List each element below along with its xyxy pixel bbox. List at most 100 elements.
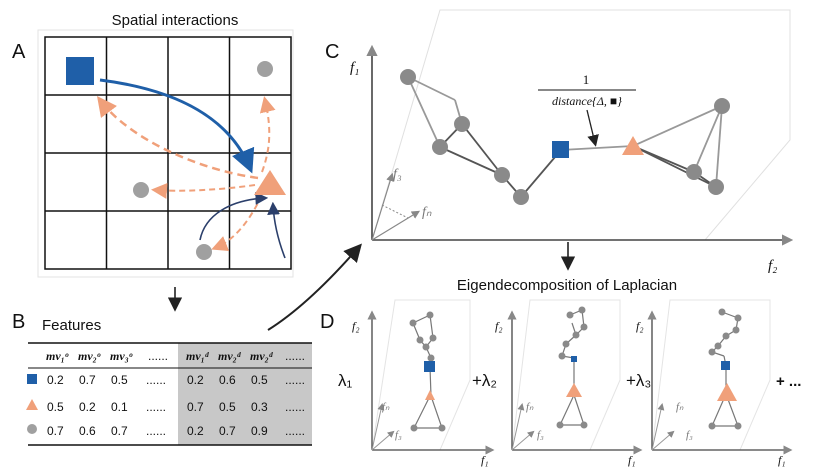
destination-feature-shade: [178, 343, 312, 445]
d2-label-f1: f₁: [628, 453, 636, 467]
c-node: [708, 179, 724, 195]
c-node: [432, 139, 448, 155]
eigen-plot-1: [367, 299, 495, 455]
c-node: [686, 164, 702, 180]
panel-d: D Eigendecomposition of Laplacian: [320, 277, 801, 467]
row-circle-icon: [27, 424, 37, 434]
header-o-3: mv₃ᵒ: [110, 349, 133, 363]
panel-a-title: Spatial interactions: [112, 12, 239, 29]
panel-d-label: D: [320, 311, 334, 333]
table-cell: 0.5: [219, 400, 236, 414]
table-cell: ......: [146, 424, 166, 438]
eigen-plot-3: [647, 299, 793, 455]
d2-label-fn: fₙ: [526, 401, 534, 413]
flow-arrow-triangle-to-circle-top: [259, 96, 276, 173]
c-label-fn: fₙ: [422, 205, 432, 220]
header-o-4: ......: [148, 349, 168, 363]
c-graph-edges-dark: [439, 123, 717, 198]
header-d-3: mv₂ᵈ: [250, 349, 273, 363]
formula-pointer: [586, 109, 599, 147]
table-cell: 0.6: [219, 373, 236, 387]
c-axis-f3: [371, 172, 395, 241]
table-cell: ......: [285, 424, 305, 438]
d1-label-f3: f₃: [395, 429, 402, 441]
table-cell: ......: [146, 400, 166, 414]
flow-arrow-square-to-triangle: [99, 78, 255, 174]
c-node: [714, 98, 730, 114]
flow-arrow-triangle-to-square: [96, 96, 259, 180]
table-cell: 0.5: [47, 400, 64, 414]
c-node: [513, 189, 529, 205]
c-axis-dots: [381, 204, 409, 219]
table-cell: 0.2: [187, 373, 204, 387]
c-node: [454, 116, 470, 132]
table-cell: 0.2: [47, 373, 64, 387]
d2-label-f2: f₂: [495, 319, 503, 333]
row-triangle-icon: [26, 399, 38, 410]
c-triangle-node: [622, 136, 644, 155]
arrow-b-to-c: [267, 243, 362, 331]
table-cell: ......: [285, 400, 305, 414]
table-cell: 0.3: [251, 400, 268, 414]
flow-arrow-circle-to-triangle: [199, 192, 269, 241]
lambda-3: +λ₃: [626, 371, 651, 390]
formula-numerator: 1: [583, 72, 590, 87]
table-cell: 0.6: [79, 424, 96, 438]
lambda-2: +λ₂: [472, 371, 497, 390]
panel-a-label: A: [12, 41, 26, 63]
table-cell: 0.7: [111, 424, 128, 438]
panel-c: C f₁ f₂ f₃ fₙ: [325, 9, 794, 274]
d1-label-f1: f₁: [481, 453, 489, 467]
header-d-1: mv₁ᵈ: [186, 349, 209, 363]
circle-node-bottom: [196, 244, 212, 260]
d2-label-f3: f₃: [537, 429, 544, 441]
header-d-2: mv₂ᵈ: [218, 349, 241, 363]
triangle-node: [254, 170, 286, 195]
circle-node-top: [257, 61, 273, 77]
panel-b: B Features mv₁ᵒ mv₂ᵒ mv₃ᵒ ...... mv₁ᵈ mv…: [12, 243, 362, 446]
lambda-ellipsis: + ...: [776, 373, 801, 390]
flow-arrow-inbound-triangle: [267, 201, 286, 259]
table-cell: 0.7: [79, 373, 96, 387]
table-cell: 0.5: [251, 373, 268, 387]
header-d-4: ......: [285, 349, 305, 363]
table-cell: ......: [285, 373, 305, 387]
d1-label-f2: f₂: [352, 319, 360, 333]
embedding-plane: [371, 9, 791, 241]
c-node: [400, 69, 416, 85]
c-square-node: [552, 141, 569, 158]
table-cell: 0.7: [47, 424, 64, 438]
panel-b-title: Features: [42, 317, 101, 334]
table-cell: 0.2: [187, 424, 204, 438]
header-o-2: mv₂ᵒ: [78, 349, 101, 363]
c-label-f1: f₁: [350, 60, 359, 76]
c-label-f3: f₃: [393, 167, 402, 182]
table-cell: 0.5: [111, 373, 128, 387]
flow-arrow-triangle-to-circle-mid: [151, 182, 256, 199]
d3-label-f2: f₂: [636, 319, 644, 333]
c-node: [494, 167, 510, 183]
d3-label-fn: fₙ: [676, 401, 684, 413]
row-square-icon: [27, 374, 37, 384]
table-cell: 0.9: [251, 424, 268, 438]
d3-label-f1: f₁: [778, 453, 786, 467]
d3-label-f3: f₃: [686, 429, 693, 441]
header-o-1: mv₁ᵒ: [46, 349, 69, 363]
circle-node-mid: [133, 182, 149, 198]
panel-a-frame: [37, 29, 294, 278]
formula-denominator: distance{Δ, ■}: [552, 94, 622, 108]
table-cell: 0.2: [79, 400, 96, 414]
table-cell: 0.7: [187, 400, 204, 414]
panel-b-label: B: [12, 311, 25, 333]
eigen-plot-2: [507, 299, 643, 455]
c-axis-fn: [371, 210, 421, 241]
table-cell: 0.1: [111, 400, 128, 414]
lambda-1: λ₁: [338, 371, 353, 390]
panel-a: A Spatial interactions: [12, 12, 294, 312]
panel-c-label: C: [325, 41, 339, 63]
square-node: [66, 57, 94, 85]
c-graph-edges-light: [407, 76, 723, 188]
c-label-f2: f₂: [768, 258, 777, 274]
table-cell: 0.7: [219, 424, 236, 438]
